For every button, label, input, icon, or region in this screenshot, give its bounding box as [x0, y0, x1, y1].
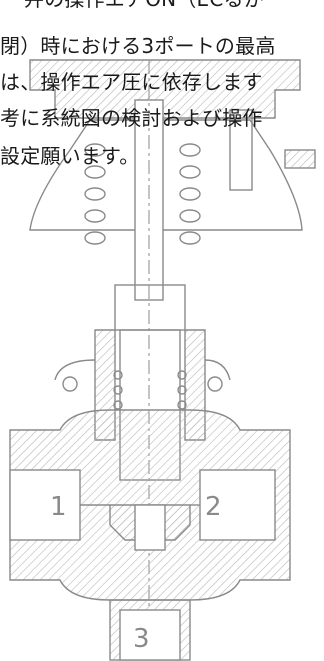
packing-rings	[113, 370, 187, 410]
spring-left	[84, 143, 106, 245]
description-line-5: 設定願います。	[0, 144, 140, 168]
port-3-label: 3	[133, 624, 150, 654]
port-2-bore	[199, 469, 276, 541]
actuator-top-ring	[29, 59, 301, 119]
description-line-4: 考に系統図の検討および操作	[0, 106, 263, 130]
port-2-label: 2	[205, 492, 222, 522]
port-1-bore	[9, 469, 81, 541]
description-line-1: 弁の操作エアON（ECるか	[24, 0, 264, 12]
spring-right	[179, 143, 201, 245]
description-line-3: は、操作エア圧に依存します	[0, 70, 263, 94]
lug-left	[62, 376, 78, 392]
side-fitting	[284, 149, 316, 169]
actuator-dome	[29, 119, 303, 231]
description-line-2: 閉）時における3ポートの最高	[0, 34, 276, 58]
lug-right	[207, 376, 223, 392]
port-1-label: 1	[50, 492, 67, 522]
